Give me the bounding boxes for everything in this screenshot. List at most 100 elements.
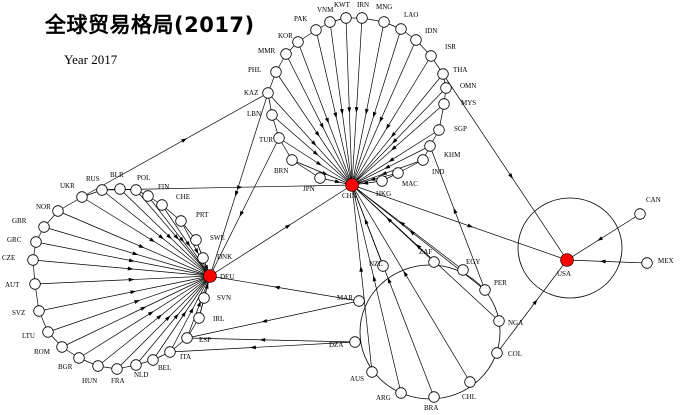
spoke-edge xyxy=(101,189,211,277)
node-gbr xyxy=(38,221,50,233)
node-label-phl: PHL xyxy=(248,66,261,74)
edge-arrow xyxy=(273,285,280,290)
node-label-chl: CHL xyxy=(462,393,476,401)
edge-arrow xyxy=(311,140,317,146)
edge-arrow xyxy=(164,315,171,322)
edge-arrow xyxy=(379,116,384,123)
node-label-mac: MAC xyxy=(402,180,418,188)
node-can xyxy=(634,208,646,220)
spoke-edge xyxy=(351,184,435,398)
node-idn xyxy=(410,34,422,46)
node-label-per: PER xyxy=(494,279,507,287)
spoke-edge xyxy=(97,275,211,367)
spoke-edge xyxy=(275,71,353,186)
spoke-edge xyxy=(351,184,373,373)
node-label-aut: AUT xyxy=(5,281,20,289)
node-rus xyxy=(96,184,108,196)
node-fin xyxy=(142,190,154,202)
edge-arrow xyxy=(134,300,141,304)
spoke-edge xyxy=(351,159,424,186)
spoke-edge xyxy=(78,275,211,359)
node-kor xyxy=(292,36,304,48)
spoke-edge xyxy=(278,137,353,186)
node-label-dnk: DNK xyxy=(217,253,232,261)
node-cze xyxy=(27,254,39,266)
hub-label-chn: CHN xyxy=(342,192,357,200)
node-bgr xyxy=(73,352,85,364)
node-label-svz: SVZ xyxy=(12,309,25,317)
spoke-edge xyxy=(116,275,211,370)
node-label-prt: PRT xyxy=(196,211,209,219)
spoke-edge xyxy=(209,275,360,302)
node-col xyxy=(491,347,503,359)
edge-arrow xyxy=(196,300,201,307)
node-zaf xyxy=(428,256,440,268)
edge-arrow xyxy=(369,177,376,181)
node-label-bgr: BGR xyxy=(58,363,73,371)
node-sgp xyxy=(433,124,445,136)
node-label-hkg: HKG xyxy=(376,190,391,198)
node-label-idn: IDN xyxy=(425,27,437,35)
spoke-edge xyxy=(442,73,568,261)
node-label-fra: FRA xyxy=(111,377,125,385)
node-brn xyxy=(286,154,298,166)
edge-arrow xyxy=(314,130,320,137)
node-label-nor: NOR xyxy=(36,203,51,211)
edge-arrow xyxy=(147,311,154,316)
spoke-edge xyxy=(351,28,402,186)
edge-arrow xyxy=(156,314,163,320)
spoke-edge xyxy=(351,184,402,394)
node-label-vnm: VNM xyxy=(317,6,334,14)
node-bra xyxy=(428,391,440,403)
node-label-zaf: ZAF xyxy=(419,248,432,256)
edge-arrow xyxy=(372,111,377,118)
edge-arrow xyxy=(388,157,395,162)
hub-label-usa: USA xyxy=(557,270,571,278)
node-label-aus: AUS xyxy=(350,375,364,383)
spoke-edge xyxy=(47,275,211,333)
node-label-irn: IRN xyxy=(357,1,369,9)
node-ukr xyxy=(76,191,88,203)
edge-arrow xyxy=(284,224,291,229)
edge-arrow xyxy=(235,190,239,197)
node-bel xyxy=(147,354,159,366)
edge-arrow xyxy=(132,251,139,256)
node-label-col: COL xyxy=(508,350,522,358)
edge-arrow xyxy=(333,112,338,119)
edge-arrow xyxy=(392,138,398,144)
node-lao xyxy=(395,23,407,35)
edges xyxy=(32,17,648,398)
node-label-bra: BRA xyxy=(424,404,438,412)
node-ita xyxy=(164,346,176,358)
node-rom xyxy=(56,341,68,353)
edge-arrow xyxy=(250,345,256,350)
node-label-isr: ISR xyxy=(445,43,456,51)
edge-arrow xyxy=(359,265,364,272)
spoke-edge xyxy=(81,196,211,277)
edge-arrow xyxy=(385,123,391,130)
node-pol xyxy=(130,184,142,196)
node-che xyxy=(156,199,168,211)
node-label-mex: MEX xyxy=(658,257,674,265)
edge-arrow xyxy=(365,108,369,115)
edge-arrow xyxy=(185,240,191,247)
node-ltu xyxy=(42,326,54,338)
node-svz xyxy=(33,305,45,317)
edge-arrow xyxy=(166,233,172,240)
edge-arrow xyxy=(354,107,359,114)
node-kaz xyxy=(262,87,274,99)
node-label-bel: BEL xyxy=(158,364,171,372)
spoke-edge xyxy=(496,259,568,354)
node-label-lao: LAO xyxy=(404,11,418,19)
node-irn xyxy=(356,12,368,24)
node-vnm xyxy=(324,16,336,28)
node-mng xyxy=(378,16,390,28)
edge-arrow xyxy=(334,179,341,184)
node-aus xyxy=(366,366,378,378)
edge-arrow xyxy=(415,244,422,250)
spoke-edge xyxy=(285,53,353,186)
spoke-edge xyxy=(32,259,211,277)
spoke-edge xyxy=(345,17,353,186)
edge-arrow xyxy=(315,160,322,166)
